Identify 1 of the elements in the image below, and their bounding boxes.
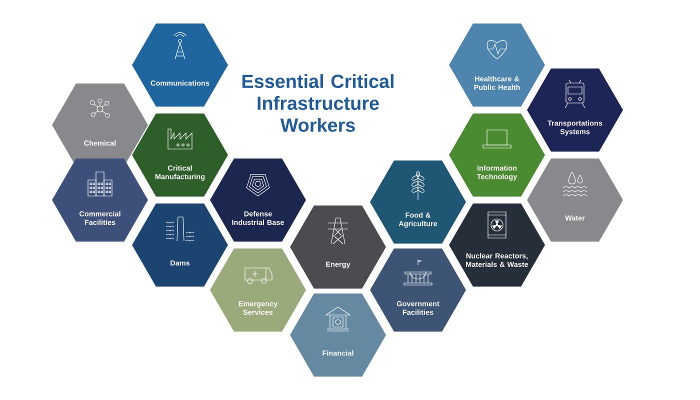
title: Essential Critical Infrastructure Workers [242,74,394,132]
